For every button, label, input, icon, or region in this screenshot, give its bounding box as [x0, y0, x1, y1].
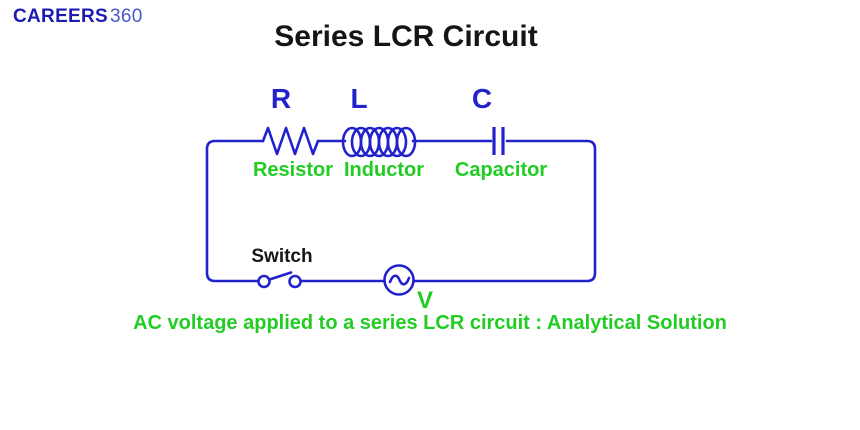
caption: AC voltage applied to a series LCR circu…: [133, 312, 727, 334]
inductor-coil: [341, 126, 417, 158]
brand-name: CAREERS: [13, 6, 109, 27]
inductor-letter-label: L: [350, 83, 368, 114]
circuit-wire: [205, 139, 597, 283]
inductor-name-label: Inductor: [344, 159, 424, 181]
capacitor-name-label: Capacitor: [454, 159, 548, 181]
brand-suffix: 360: [110, 6, 143, 27]
resistor-letter-label: R: [270, 83, 292, 114]
switch-symbol: [257, 271, 302, 289]
ac-source-symbol: [383, 264, 415, 296]
switch-label: Switch: [251, 246, 313, 267]
voltage-source-label: V: [416, 287, 433, 314]
capacitor-plates: [492, 127, 505, 155]
diagram-title: Series LCR Circuit: [274, 20, 538, 53]
resistor-symbol: [261, 126, 320, 156]
resistor-name-label: Resistor: [252, 159, 334, 181]
capacitor-letter-label: C: [471, 83, 493, 114]
